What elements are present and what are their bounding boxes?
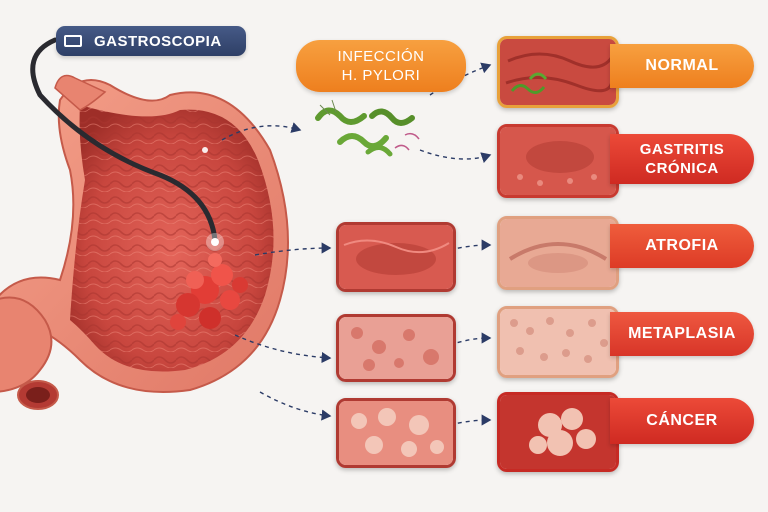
stage-label-metaplasia-text: METAPLASIA (628, 325, 736, 342)
stage-label-normal-text: NORMAL (645, 57, 719, 74)
infection-line-1: INFECCIÓN (337, 48, 425, 65)
stage-label-normal: NORMAL (610, 44, 754, 88)
mucosa-tile-normal (497, 36, 619, 108)
stage-label-cancer: CÁNCER (610, 398, 754, 444)
gastroscopy-label: GASTROSCOPIA (94, 32, 222, 50)
endoscope-cable (30, 37, 218, 243)
mucosa-tile-cancer-early (336, 398, 456, 468)
bacteria-illustration (315, 99, 420, 157)
mucosa-tile-atrophy (497, 216, 619, 290)
stage-label-atrophy: ATROFIA (610, 224, 754, 268)
stage-label-atrophy-text: ATROFIA (645, 237, 719, 254)
gastroscopy-badge: GASTROSCOPIA (56, 26, 246, 56)
mucosa-tile-cancer (497, 392, 619, 472)
infection-line-2: H. PYLORI (341, 67, 421, 84)
mucosa-tile-atrophy-early (336, 222, 456, 292)
stomach-illustration (0, 37, 289, 410)
endoscope-icon (64, 35, 82, 47)
infection-label: INFECCIÓN H. PYLORI (296, 40, 466, 92)
stage-label-cancer-text: CÁNCER (646, 412, 718, 429)
stage-label-chronic-line-2: CRÓNICA (645, 160, 719, 177)
stage-label-chronic-line-1: GASTRITIS (639, 141, 725, 158)
stage-label-metaplasia: METAPLASIA (610, 312, 754, 356)
stage-label-chronic-gastritis: GASTRITIS CRÓNICA (610, 134, 754, 184)
mucosa-tile-metaplasia-early (336, 314, 456, 382)
mucosa-tile-chronic-gastritis (497, 124, 619, 198)
mucosa-tile-metaplasia (497, 306, 619, 378)
tumor-cluster (170, 253, 248, 330)
